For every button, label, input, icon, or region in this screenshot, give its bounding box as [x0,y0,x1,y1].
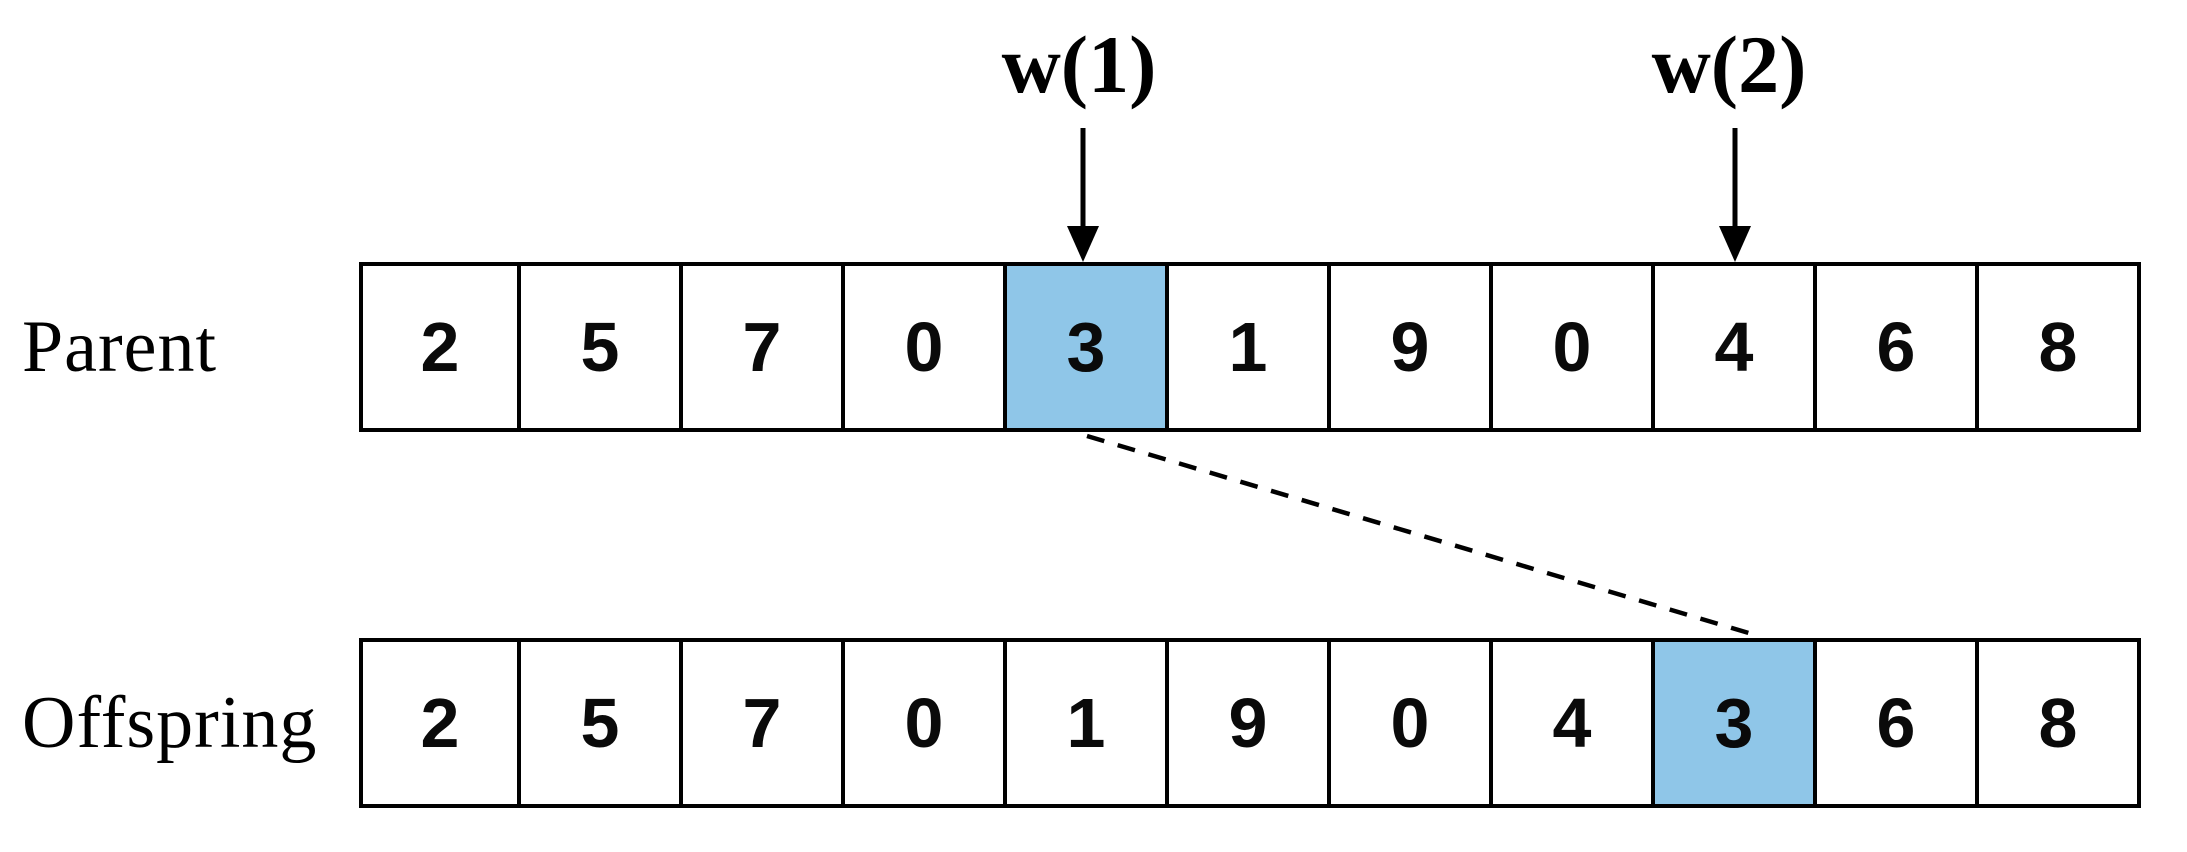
parent-cell-5: 1 [1169,262,1331,432]
parent-row-label: Parent [22,305,218,388]
parent-cell-4-highlighted: 3 [1007,262,1169,432]
pointer-label-w1: w(1) [1001,19,1157,110]
offspring-cell-0: 2 [359,638,521,808]
parent-cell-7: 0 [1493,262,1655,432]
offspring-cell-9: 6 [1817,638,1979,808]
parent-cell-8: 4 [1655,262,1817,432]
parent-cell-9: 6 [1817,262,1979,432]
offspring-cell-4: 1 [1007,638,1169,808]
offspring-row-label: Offspring [22,681,318,764]
parent-cell-0: 2 [359,262,521,432]
offspring-cell-10: 8 [1979,638,2141,808]
parent-cell-3: 0 [845,262,1007,432]
offspring-cell-1: 5 [521,638,683,808]
parent-cell-6: 9 [1331,262,1493,432]
insertion-dashed-connector [1086,433,1753,637]
offspring-cell-6: 0 [1331,638,1493,808]
offspring-cell-7: 4 [1493,638,1655,808]
parent-cell-1: 5 [521,262,683,432]
offspring-cell-8-highlighted: 3 [1655,638,1817,808]
parent-cell-10: 8 [1979,262,2141,432]
offspring-cell-2: 7 [683,638,845,808]
w1-down-arrow [1067,128,1099,262]
pointer-label-w2: w(2) [1651,19,1807,110]
offspring-cell-5: 9 [1169,638,1331,808]
w2-down-arrow [1719,128,1751,262]
parent-cell-2: 7 [683,262,845,432]
offspring-cell-3: 0 [845,638,1007,808]
